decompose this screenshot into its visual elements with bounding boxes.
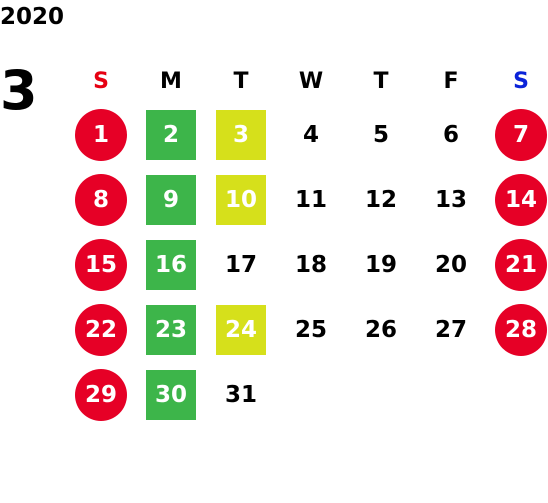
day-cell: 28 bbox=[486, 297, 548, 362]
day-cell: 9 bbox=[136, 167, 206, 232]
day-number: 17 bbox=[224, 251, 257, 278]
day-number: 4 bbox=[302, 121, 319, 148]
day-cell: 15 bbox=[66, 232, 136, 297]
day-cell: 30 bbox=[136, 362, 206, 427]
day-cell: 19 bbox=[346, 232, 416, 297]
day-cell: 1 bbox=[66, 102, 136, 167]
day-number: 22 bbox=[75, 303, 127, 356]
day-number: 31 bbox=[224, 381, 257, 408]
day-cell: 13 bbox=[416, 167, 486, 232]
day-number: 30 bbox=[146, 369, 196, 420]
day-cell: 4 bbox=[276, 102, 346, 167]
weekday-tuesday: T bbox=[233, 68, 249, 94]
day-cell: 31 bbox=[206, 362, 276, 427]
day-cell: 18 bbox=[276, 232, 346, 297]
day-number: 23 bbox=[146, 304, 196, 355]
day-cell: 12 bbox=[346, 167, 416, 232]
day-number: 20 bbox=[434, 251, 467, 278]
day-number: 26 bbox=[364, 316, 397, 343]
day-number: 19 bbox=[364, 251, 397, 278]
day-number: 8 bbox=[75, 173, 127, 226]
day-number: 11 bbox=[294, 186, 327, 213]
day-cell: 27 bbox=[416, 297, 486, 362]
day-number: 10 bbox=[216, 174, 266, 225]
day-number: 5 bbox=[372, 121, 389, 148]
weekday-thursday: T bbox=[373, 68, 389, 94]
day-number: 18 bbox=[294, 251, 327, 278]
day-number: 29 bbox=[75, 368, 127, 421]
day-cell: 8 bbox=[66, 167, 136, 232]
weekday-friday: F bbox=[443, 68, 459, 94]
day-cell: 11 bbox=[276, 167, 346, 232]
day-cell: 23 bbox=[136, 297, 206, 362]
day-cell: 16 bbox=[136, 232, 206, 297]
day-cell: 3 bbox=[206, 102, 276, 167]
day-cell: 6 bbox=[416, 102, 486, 167]
day-cell: 21 bbox=[486, 232, 548, 297]
day-cell: 22 bbox=[66, 297, 136, 362]
day-cell: 20 bbox=[416, 232, 486, 297]
day-cell bbox=[276, 362, 346, 427]
day-cell: 26 bbox=[346, 297, 416, 362]
day-number: 27 bbox=[434, 316, 467, 343]
day-number: 7 bbox=[495, 108, 547, 161]
day-cell bbox=[416, 362, 486, 427]
day-cell bbox=[346, 362, 416, 427]
day-cell: 7 bbox=[486, 102, 548, 167]
day-number: 13 bbox=[434, 186, 467, 213]
day-number: 6 bbox=[442, 121, 459, 148]
day-number: 16 bbox=[146, 239, 196, 290]
month-number: 3 bbox=[0, 59, 38, 122]
day-number: 1 bbox=[75, 108, 127, 161]
day-number: 24 bbox=[216, 304, 266, 355]
day-number: 28 bbox=[495, 303, 547, 356]
day-cell: 10 bbox=[206, 167, 276, 232]
day-cell: 17 bbox=[206, 232, 276, 297]
day-cell: 5 bbox=[346, 102, 416, 167]
day-cell: 24 bbox=[206, 297, 276, 362]
day-number: 14 bbox=[495, 173, 547, 226]
day-cell: 14 bbox=[486, 167, 548, 232]
day-number: 15 bbox=[75, 238, 127, 291]
year-label: 2020 bbox=[0, 4, 65, 30]
weekday-wednesday: W bbox=[298, 68, 324, 94]
day-number: 2 bbox=[146, 109, 196, 160]
day-number: 3 bbox=[216, 109, 266, 160]
weekday-monday: M bbox=[160, 68, 182, 94]
day-number: 21 bbox=[495, 238, 547, 291]
day-number: 9 bbox=[146, 174, 196, 225]
weekday-sunday: S bbox=[93, 68, 109, 94]
day-cell: 29 bbox=[66, 362, 136, 427]
day-number: 12 bbox=[364, 186, 397, 213]
day-cell bbox=[486, 362, 548, 427]
weekday-saturday: S bbox=[513, 68, 529, 94]
day-number: 25 bbox=[294, 316, 327, 343]
day-cell: 25 bbox=[276, 297, 346, 362]
day-cell: 2 bbox=[136, 102, 206, 167]
